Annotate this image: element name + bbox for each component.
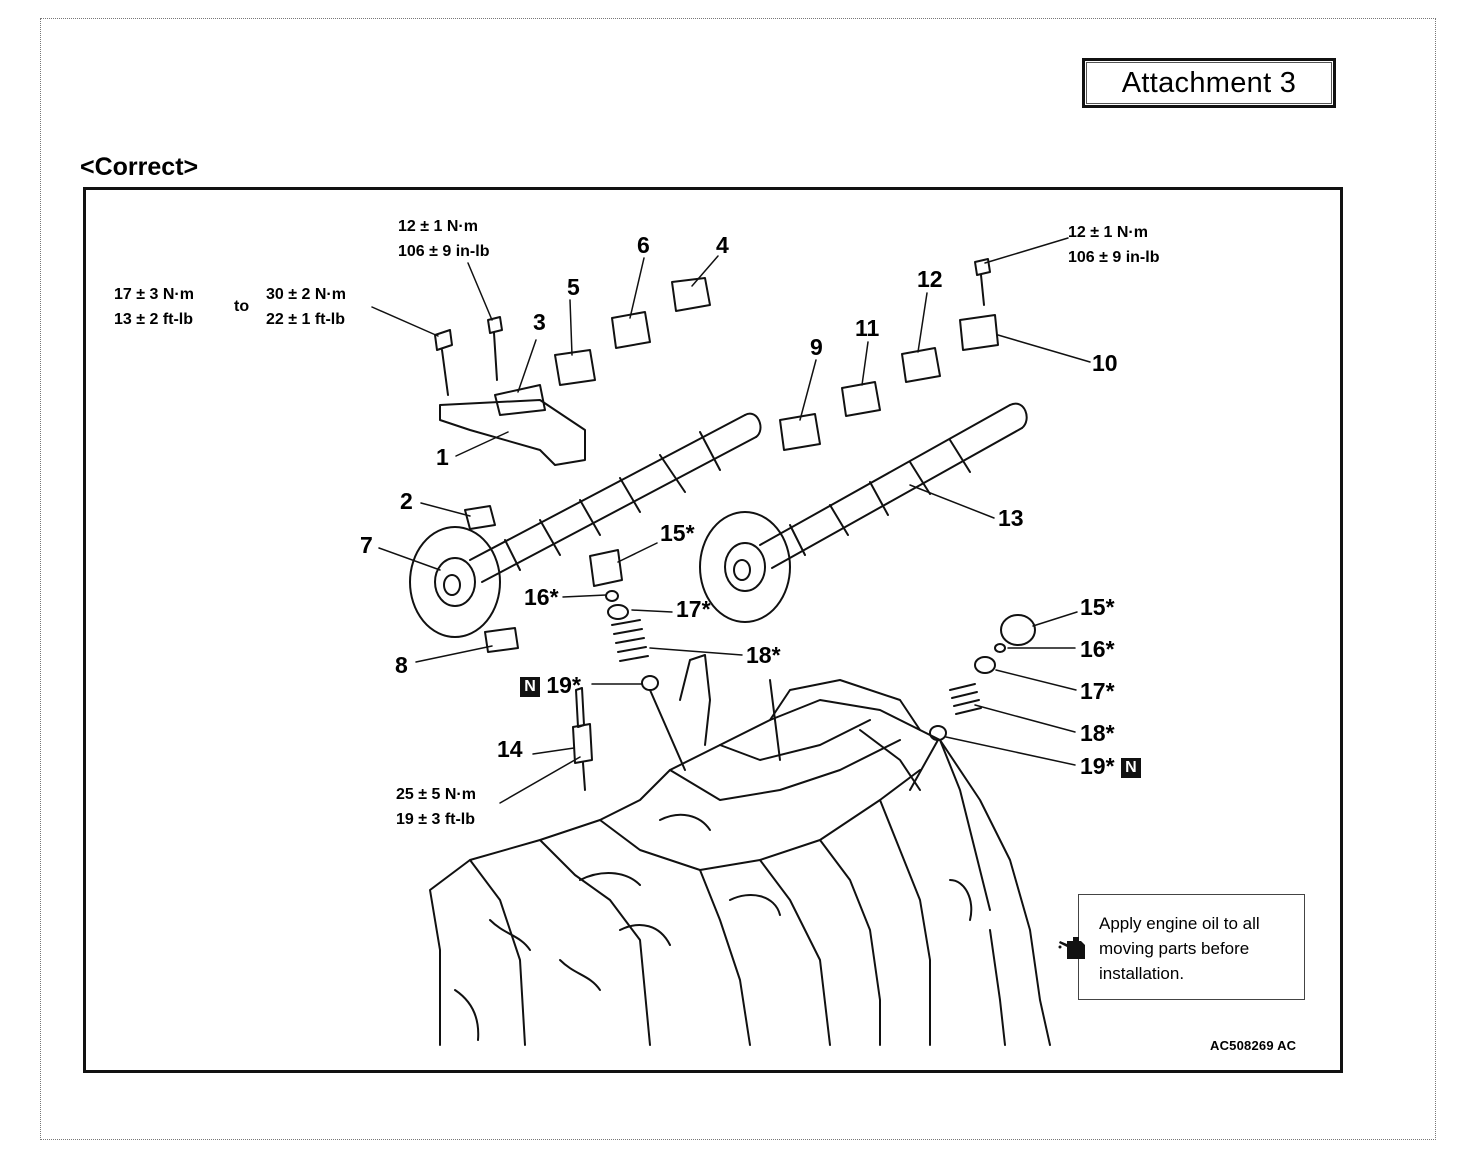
torque-inlb: 106 ± 9 in-lb: [1068, 249, 1160, 266]
leader-lines: [371, 237, 1091, 804]
cylinder-head-drawing: [429, 654, 1051, 1046]
callout-3: 3: [533, 309, 546, 335]
new-part-icon: N: [520, 677, 540, 697]
attachment-label-box: Attachment 3: [1082, 58, 1336, 108]
callout-19-left: N 19*: [520, 672, 581, 699]
part-2-drawing: [464, 505, 496, 530]
oil-can-icon: [1058, 937, 1085, 959]
callout-4: 4: [716, 232, 729, 258]
new-part-icon: N: [1120, 758, 1141, 778]
callout-18-left: 18*: [746, 642, 781, 668]
callout-18-right: 18*: [1080, 720, 1115, 746]
section-title: <Correct>: [80, 153, 199, 181]
callout-13: 13: [998, 505, 1024, 531]
torque-nm: 12 ± 1 N·m: [1068, 224, 1148, 241]
torque-nm: 12 ± 1 N·m: [398, 218, 478, 235]
valve-parts-right-drawing: [909, 614, 1036, 791]
oil-note-box: Apply engine oil to all moving parts bef…: [1058, 894, 1305, 1000]
figure-code: AC508269 AC: [1210, 1038, 1297, 1053]
torque-inlb: 106 ± 9 in-lb: [398, 243, 490, 260]
spark-plug-drawing: [572, 687, 593, 791]
cam-bearing-caps-drawing: [439, 277, 999, 466]
callout-11: 11: [855, 315, 880, 341]
page-border: [40, 18, 1436, 1140]
callout-16-right: 16*: [1080, 636, 1115, 662]
callout-1: 1: [436, 444, 449, 470]
torque-spark-plug: 25 ± 5 N·m 19 ± 3 ft-lb: [396, 782, 476, 832]
callout-19-right-text: 19*: [1080, 753, 1115, 779]
bolts-drawing: [434, 258, 991, 396]
torque-bearing-cap-final: 30 ± 2 N·m 22 ± 1 ft-lb: [266, 282, 346, 332]
callout-5: 5: [567, 274, 580, 300]
callout-10: 10: [1092, 350, 1118, 376]
callout-19-left-text: 19*: [546, 672, 581, 698]
torque-to-word: to: [234, 298, 250, 315]
exhaust-camshaft-drawing: [699, 402, 1028, 623]
callout-2: 2: [400, 488, 413, 514]
callout-17-right: 17*: [1080, 678, 1115, 704]
callout-7: 7: [360, 532, 373, 558]
diagram-frame: [83, 187, 1343, 1073]
part-8-drawing: [484, 627, 519, 653]
torque-ftlb: 13 ± 2 ft-lb: [114, 311, 194, 328]
intake-camshaft-drawing: [409, 412, 762, 638]
torque-ftlb: 19 ± 3 ft-lb: [396, 811, 476, 828]
callout-19-right: 19* N: [1080, 753, 1141, 780]
torque-bearing-cap-initial: 17 ± 3 N·m 13 ± 2 ft-lb: [114, 282, 194, 332]
callout-14: 14: [497, 736, 523, 762]
callout-15-right: 15*: [1080, 594, 1115, 620]
valve-parts-left-drawing: [589, 549, 686, 771]
torque-cap-bolt-right: 12 ± 1 N·m 106 ± 9 in-lb: [1068, 220, 1159, 270]
attachment-label: Attachment 3: [1121, 66, 1297, 99]
torque-ftlb: 22 ± 1 ft-lb: [266, 311, 346, 328]
torque-nm: 17 ± 3 N·m: [114, 286, 194, 303]
callout-12: 12: [917, 266, 943, 292]
torque-cap-bolt-left: 12 ± 1 N·m 106 ± 9 in-lb: [398, 214, 489, 264]
oil-note-text: Apply engine oil to all moving parts bef…: [1099, 914, 1260, 983]
torque-nm: 30 ± 2 N·m: [266, 286, 346, 303]
callout-16-left: 16*: [524, 584, 559, 610]
callout-8: 8: [395, 652, 408, 678]
callout-9: 9: [810, 334, 823, 360]
callout-15-left: 15*: [660, 520, 695, 546]
callout-6: 6: [637, 232, 650, 258]
callout-17-left: 17*: [676, 596, 711, 622]
torque-nm: 25 ± 5 N·m: [396, 786, 476, 803]
